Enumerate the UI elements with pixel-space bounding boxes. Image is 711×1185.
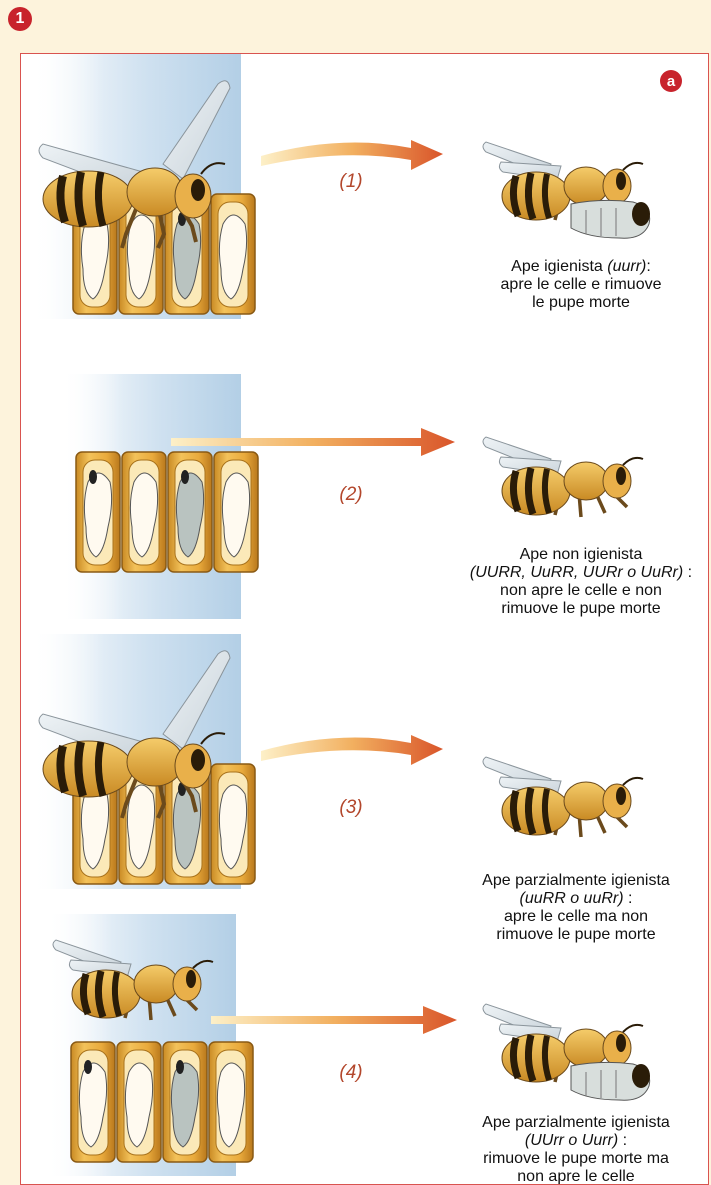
- hive-scene-1: [31, 54, 271, 324]
- step-number-1: (1): [321, 171, 381, 193]
- caption-4-line3: non apre le celle: [446, 1168, 706, 1185]
- caption-2-colon: :: [683, 564, 692, 581]
- step-number-2: (2): [321, 484, 381, 506]
- caption-1: Ape igienista (uurr): apre le celle e ri…: [451, 258, 709, 312]
- row-1: (1) Ape igienista (uurr): apre le celle …: [21, 54, 709, 334]
- arrow-3: [261, 729, 451, 779]
- genotype-3: (uuRR o uuRr): [520, 890, 624, 907]
- genotype-2: (UURR, UuRR, UURr o UuRr): [470, 564, 683, 581]
- genotype-1: (uurr): [607, 258, 646, 275]
- step-number-4: (4): [321, 1062, 381, 1084]
- hive-scene-4: [46, 914, 286, 1185]
- row-4: (4) Ape parzialmente igienista (UUrr o U…: [21, 914, 709, 1185]
- diagram-panel: (1) Ape igienista (uurr): apre le celle …: [20, 53, 709, 1185]
- caption-1-line3: le pupe morte: [451, 294, 709, 312]
- caption-4-line2: rimuove le pupe morte ma: [446, 1150, 706, 1168]
- caption-2-line2: non apre le celle e non: [441, 582, 709, 600]
- caption-1-line2: apre le celle e rimuove: [451, 276, 709, 294]
- caption-1-colon: :: [646, 258, 650, 275]
- caption-3-title: Ape parzialmente igienista: [446, 872, 706, 890]
- caption-3-colon: :: [624, 890, 633, 907]
- genotype-4: (UUrr o Uurr): [525, 1132, 618, 1149]
- caption-4: Ape parzialmente igienista (UUrr o Uurr)…: [446, 1114, 706, 1185]
- step-number-3: (3): [321, 797, 381, 819]
- non-hygienic-bee-icon: [476, 419, 676, 539]
- caption-2-title: Ape non igienista: [441, 546, 709, 564]
- partially-hygienic-bee-icon-a: [476, 739, 676, 859]
- figure-number-badge: 1: [8, 7, 32, 31]
- caption-1-title: Ape igienista: [511, 258, 603, 275]
- arrow-4: [211, 1002, 461, 1038]
- row-2: (2) Ape non igienista (UURR, UuRR, UURr …: [21, 374, 709, 634]
- row-3: (3) Ape parzialmente igienista (uuRR o u…: [21, 634, 709, 904]
- hive-scene-3: [31, 634, 271, 894]
- hive-scene-2: [61, 374, 301, 624]
- panel-letter-badge: a: [660, 70, 682, 92]
- partially-hygienic-bee-icon-b: [476, 986, 676, 1106]
- caption-2: Ape non igienista (UURR, UuRR, UURr o Uu…: [441, 546, 709, 618]
- arrow-2: [171, 424, 461, 460]
- caption-2-line3: rimuove le pupe morte: [441, 600, 709, 618]
- caption-4-colon: :: [618, 1132, 627, 1149]
- caption-4-title: Ape parzialmente igienista: [446, 1114, 706, 1132]
- hygienic-bee-icon: [476, 124, 676, 244]
